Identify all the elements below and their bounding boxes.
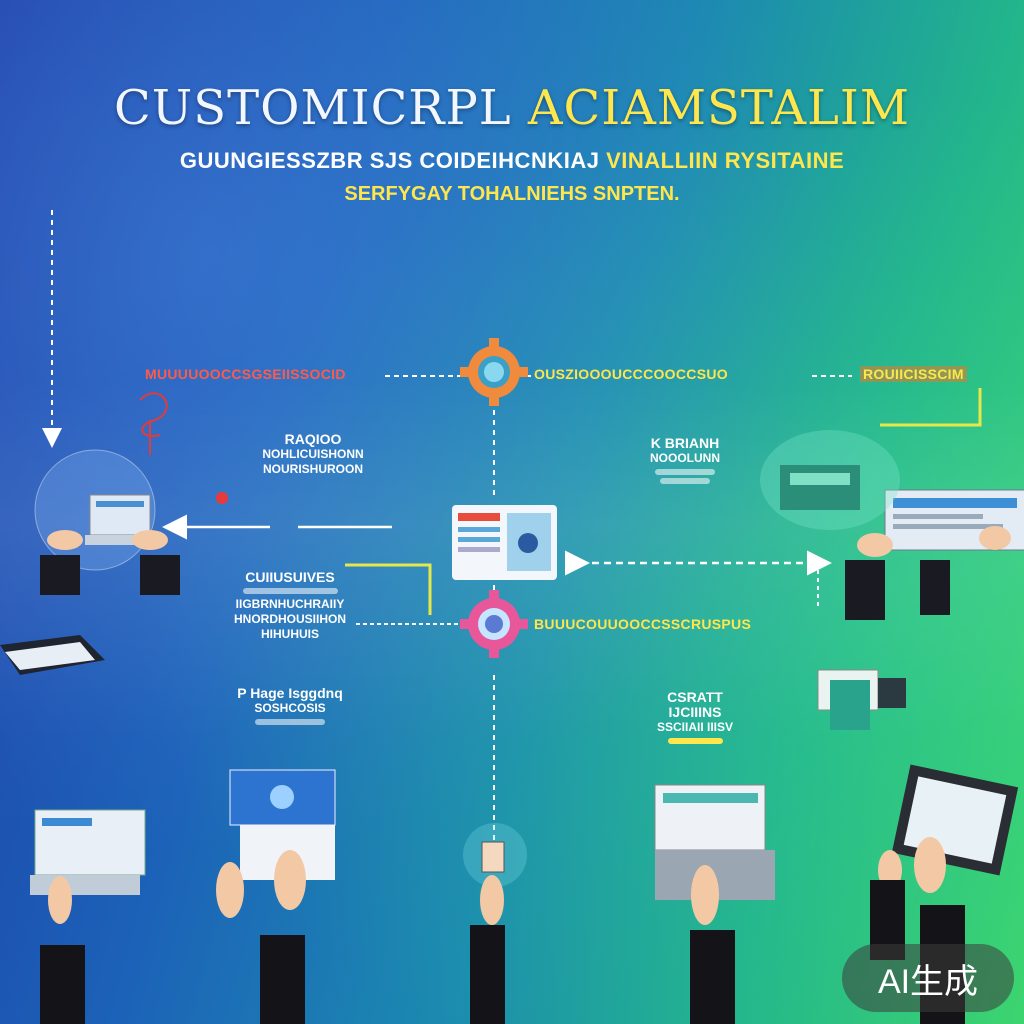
user-laptop-bottom-1 <box>30 810 145 1024</box>
connector-yellow-right <box>880 388 980 425</box>
text-block-c-line-2: HNORDHOUSIIHON <box>230 612 350 627</box>
label-mid-center: BUUUCOUUOOCCSSCRUSPUS <box>534 616 751 632</box>
text-block-b-line-1: NOOOLUNN <box>640 451 730 466</box>
text-block-a: RAQIOO NOHLICUISHONN NOURISHUROON <box>258 432 368 477</box>
text-block-c-line-3: HIHUHUIS <box>230 627 350 642</box>
label-top-center: OUSZIOOOUCCCOOCCSUO <box>534 366 728 382</box>
connector-yellow-center <box>345 565 430 615</box>
machine-illustration-right <box>760 430 900 530</box>
red-dot <box>216 492 228 504</box>
text-block-d: P Hage Isggdnq SOSHCOSIS <box>225 686 355 728</box>
text-block-e-line-1: SSCIIAII IIISV <box>640 720 750 735</box>
label-top-left: MUUUUOOCCSGSEIISSOCID <box>145 366 346 382</box>
text-block-d-head: P Hage Isggdnq <box>225 686 355 701</box>
text-block-b-bar-2 <box>660 478 710 484</box>
text-block-d-line-1: SOSHCOSIS <box>225 701 355 716</box>
text-block-b-head: K BRIANH <box>640 436 730 451</box>
text-block-b-bar-1 <box>655 469 715 475</box>
text-block-a-line-1: NOHLICUISHONN <box>258 447 368 462</box>
user-laptop-left <box>35 450 180 595</box>
device-illustration-right <box>818 670 906 730</box>
user-phone-bottom-3 <box>463 823 527 1024</box>
gear-icon-bottom <box>460 590 528 658</box>
text-block-d-bar <box>255 719 325 725</box>
user-tablet-bottom-2 <box>216 770 335 1024</box>
paper-tray-left <box>0 635 105 675</box>
text-block-e: CSRATT IJCIIINS SSCIIAII IIISV <box>640 690 750 747</box>
text-block-c-bar <box>243 588 338 594</box>
gear-icon-top <box>460 338 528 406</box>
text-block-a-line-2: NOURISHUROON <box>258 462 368 477</box>
text-block-e-bar <box>668 738 723 744</box>
user-laptop-bottom-4 <box>655 785 775 1024</box>
text-block-c-head: CUIIUSUIVES <box>230 570 350 585</box>
text-block-c-line-1: IIGBRNHUCHRAIIY <box>230 597 350 612</box>
label-top-right: ROUIICISSCIM <box>860 366 967 382</box>
document-illustration <box>452 505 557 580</box>
text-block-b: K BRIANH NOOOLUNN <box>640 436 730 487</box>
red-diagram-left <box>140 393 167 455</box>
ai-generated-badge: AI生成 <box>842 944 1014 1012</box>
text-block-c: CUIIUSUIVES IIGBRNHUCHRAIIY HNORDHOUSIIH… <box>230 570 350 642</box>
text-block-a-head: RAQIOO <box>258 432 368 447</box>
text-block-e-head: CSRATT IJCIIINS <box>640 690 750 720</box>
